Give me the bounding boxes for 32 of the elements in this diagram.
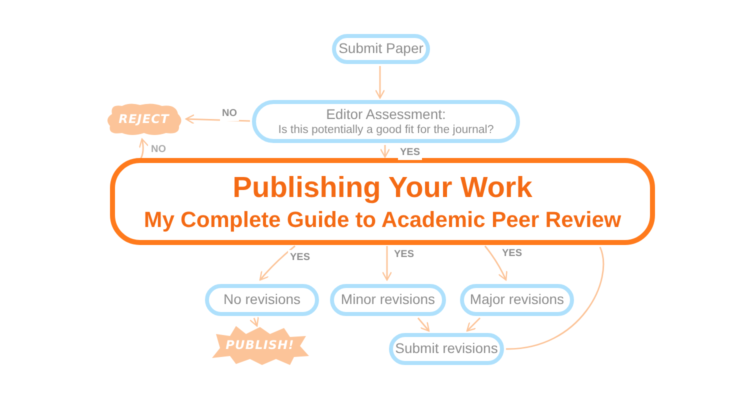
process-box [205,284,319,316]
node-title: Submit revisions [395,340,498,358]
arrow [382,246,392,281]
edge-label: YES [398,145,422,160]
arrow [185,114,250,124]
arrow [466,317,481,332]
arrow [484,246,508,281]
arrow [417,318,430,332]
title-banner [110,158,655,245]
process-box [332,34,430,64]
node-question: Is this potentially a good fit for the journal? [278,123,494,138]
arrow [374,66,386,99]
arrow [380,145,390,158]
publish-burst [210,324,310,366]
node-title: Minor revisions [340,291,436,309]
process-box [389,333,504,365]
arrow [249,316,259,327]
edge-label: NO [150,143,167,157]
arrow [138,138,149,160]
subtitle: My Complete Guide to Academic Peer Review [144,206,622,234]
node-title: Submit Paper [338,40,424,58]
edge-label: NO [220,106,239,121]
node-title: No revisions [223,291,301,309]
process-box [252,100,520,143]
title: Publishing Your Work [232,170,532,206]
shape-label: PUBLISH! [226,337,294,354]
process-box [330,284,446,316]
process-box [460,284,574,316]
arrow [259,245,296,281]
node-title: Major revisions [470,291,564,309]
node-title: Editor Assessment: [326,106,446,124]
shape-label: REJECT [118,111,170,128]
